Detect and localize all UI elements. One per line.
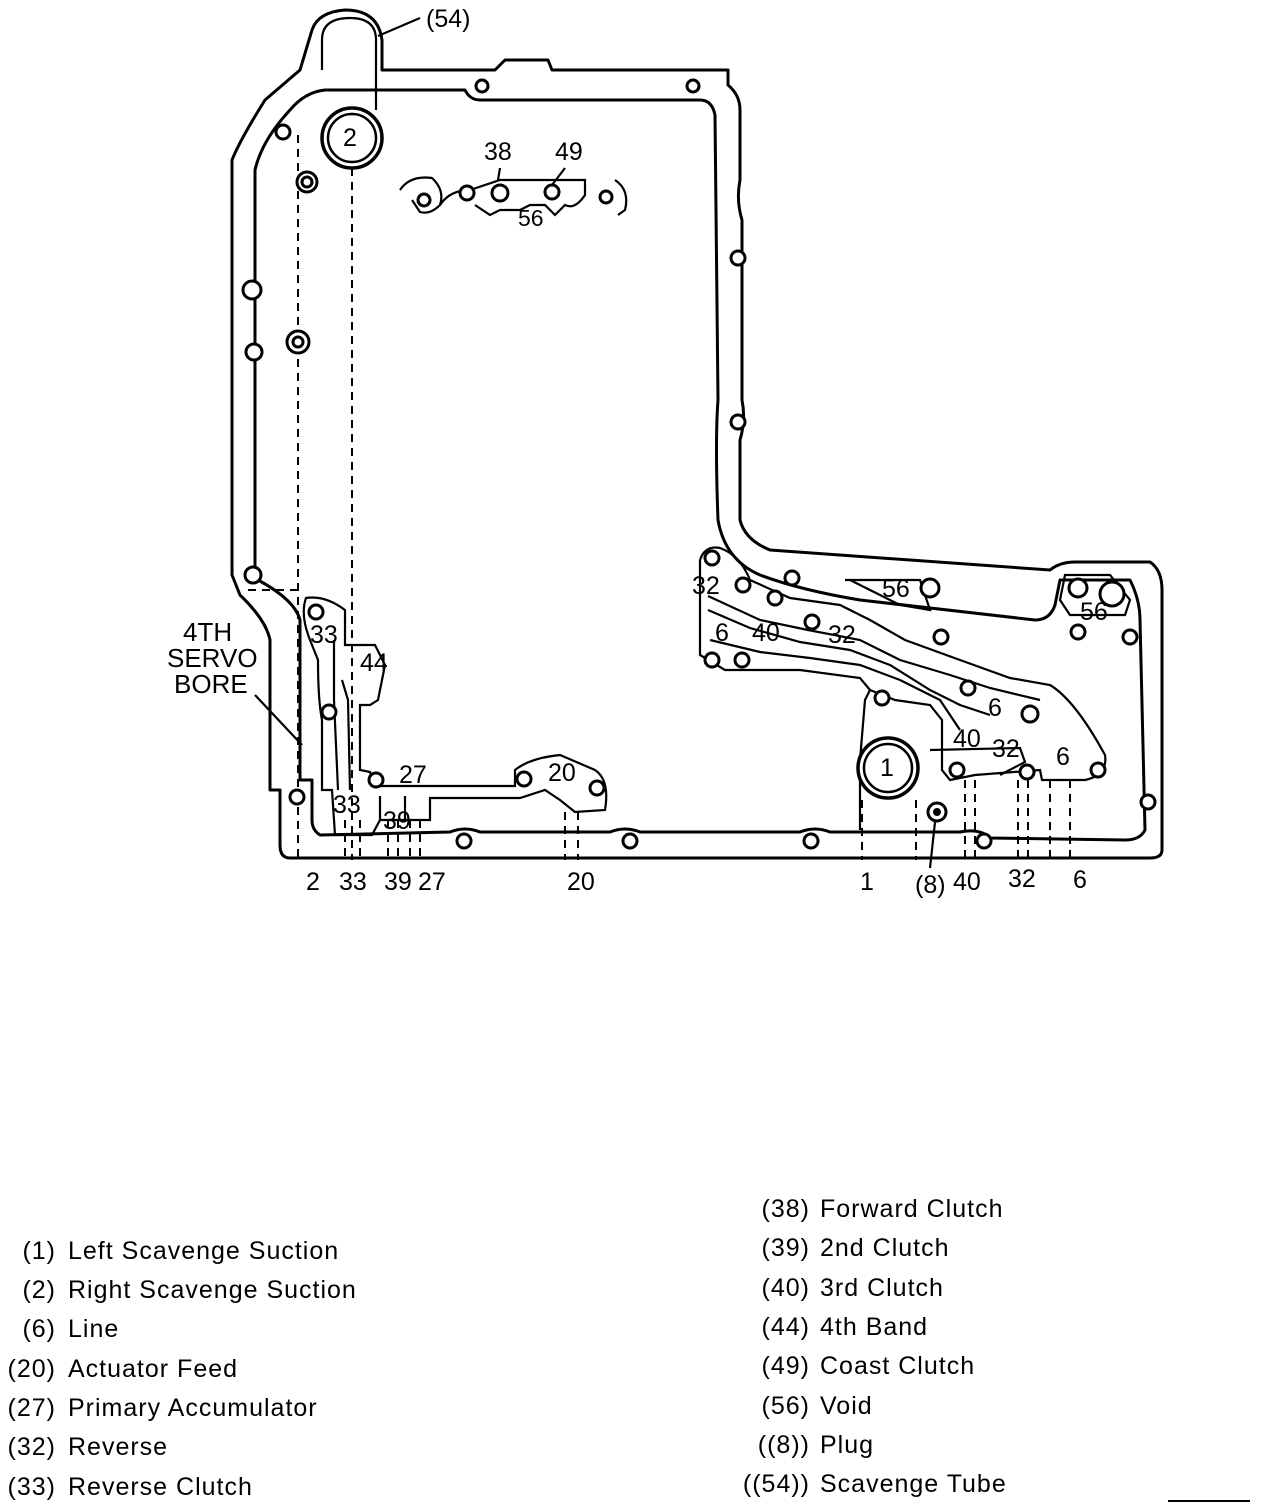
label-27-inner: 27	[399, 761, 427, 789]
label-33-lower: 33	[333, 791, 361, 819]
legend-label: 2nd Clutch	[820, 1234, 950, 1262]
legend-row: (1) Left Scavenge Suction	[0, 1236, 420, 1266]
legend-code: ((8))	[757, 1431, 810, 1459]
left-suction-port-inner	[862, 742, 914, 794]
legend-label: Scavenge Tube	[820, 1470, 1007, 1498]
label-40-a: 40	[752, 619, 780, 647]
legend-row: (38) Forward Clutch	[742, 1194, 1102, 1224]
right-bottom-leaders	[861, 780, 1071, 860]
label-56-a: 56	[882, 575, 910, 603]
legend-row: ((8)) Plug	[742, 1430, 1102, 1460]
label-56-top: 56	[518, 205, 544, 231]
bottom-label-27: 27	[418, 868, 446, 896]
label-33-upper: 33	[310, 621, 338, 649]
legend-code: (49)	[761, 1352, 810, 1380]
valve-body-gasket-diagram: (54) 2	[167, 5, 1164, 899]
legend-label: Reverse	[68, 1433, 169, 1461]
scavenge-tube-callout: (54)	[426, 5, 470, 33]
legend-code: (33)	[7, 1473, 56, 1501]
bottom-label-32: 32	[1008, 865, 1036, 893]
servo-bore-line2: SERVO	[167, 643, 258, 673]
legend-label: Line	[68, 1315, 120, 1343]
scavenge-tube-leader	[377, 16, 421, 38]
legend-code: (56)	[761, 1392, 810, 1420]
legend-row: (27) Primary Accumulator	[0, 1393, 420, 1423]
label-49-top: 49	[555, 138, 583, 166]
left-suction-port	[856, 736, 920, 800]
scavenge-tube	[320, 16, 378, 110]
legend-label: 4th Band	[820, 1313, 929, 1341]
label-44: 44	[360, 649, 388, 677]
left-bottom-leaders	[344, 812, 579, 860]
legend-label: Actuator Feed	[68, 1355, 239, 1383]
legend-row: (49) Coast Clutch	[742, 1351, 1102, 1381]
bottom-label-2: 2	[306, 868, 320, 896]
gasket-inner-outline	[253, 88, 1147, 842]
legend-label: Plug	[820, 1431, 875, 1459]
legend-row: (2) Right Scavenge Suction	[0, 1275, 420, 1305]
servo-bore-line1: 4TH	[183, 617, 232, 647]
legend-row: (6) Line	[0, 1314, 420, 1344]
label-32-a: 32	[692, 572, 720, 600]
legend-code: (44)	[761, 1313, 810, 1341]
right-suction-label: 2	[343, 124, 357, 152]
legend-label: Void	[820, 1392, 873, 1420]
legend-row: (20) Actuator Feed	[0, 1354, 420, 1384]
legend-code: (27)	[7, 1394, 56, 1422]
legend-row: (56) Void	[742, 1391, 1102, 1421]
legend-code: (2)	[22, 1276, 56, 1304]
left-suction-label: 1	[880, 754, 894, 782]
corner-rule	[1168, 1500, 1250, 1502]
legend-label: Left Scavenge Suction	[68, 1237, 340, 1265]
bottom-label-20: 20	[567, 868, 595, 896]
legend-row: (44) 4th Band	[742, 1312, 1102, 1342]
legend-label: Forward Clutch	[820, 1195, 1004, 1223]
label-38-top: 38	[484, 138, 512, 166]
bottom-label-40: 40	[953, 868, 981, 896]
plug-inner	[933, 808, 941, 816]
legend-code: (20)	[7, 1355, 56, 1383]
top-channel-cluster	[399, 167, 628, 217]
bottom-label-1: 1	[860, 868, 874, 896]
legend-left: (1) Left Scavenge Suction (2) Right Scav…	[0, 1236, 420, 1506]
legend-code: (32)	[7, 1433, 56, 1461]
label-40-b: 40	[953, 725, 981, 753]
label-6-a: 6	[715, 619, 729, 647]
bottom-label-33: 33	[339, 868, 367, 896]
left-channel-cluster	[302, 596, 608, 837]
right-suction-port-inner	[326, 112, 378, 164]
legend-label: Primary Accumulator	[68, 1394, 318, 1422]
legend-label: 3rd Clutch	[820, 1274, 944, 1302]
bottom-label-39: 39	[384, 868, 412, 896]
label-32-b: 32	[828, 621, 856, 649]
legend-row: (39) 2nd Clutch	[742, 1233, 1102, 1263]
legend-label: Right Scavenge Suction	[68, 1276, 357, 1304]
legend-label: Coast Clutch	[820, 1352, 976, 1380]
legend-code: (39)	[761, 1234, 810, 1262]
legend-row: ((54)) Scavenge Tube	[742, 1469, 1102, 1499]
legend-code: (38)	[761, 1195, 810, 1223]
plug-leader	[928, 821, 937, 869]
label-32-c: 32	[992, 735, 1020, 763]
legend-label: Reverse Clutch	[68, 1473, 253, 1501]
legend-row: (40) 3rd Clutch	[742, 1273, 1102, 1303]
legend-code: ((54))	[742, 1470, 810, 1498]
label-6-b: 6	[988, 694, 1002, 722]
bottom-label-6: 6	[1073, 866, 1087, 894]
gasket-outer-outline	[230, 8, 1164, 860]
legend-code: (40)	[761, 1274, 810, 1302]
legend-row: (33) Reverse Clutch	[0, 1472, 420, 1502]
label-6-c: 6	[1056, 743, 1070, 771]
legend-code: (1)	[22, 1237, 56, 1265]
right-channel-cluster	[698, 546, 1132, 830]
legend-code: (6)	[22, 1315, 56, 1343]
label-56-b: 56	[1080, 598, 1108, 626]
label-20-inner: 20	[548, 759, 576, 787]
legend-row: (32) Reverse	[0, 1432, 420, 1462]
bolt-holes	[241, 78, 1157, 850]
legend-right: (38) Forward Clutch (39) 2nd Clutch (40)…	[742, 1194, 1102, 1504]
servo-bore-leader	[254, 694, 303, 746]
servo-bore-line3: BORE	[174, 669, 248, 699]
bottom-label-8: (8)	[915, 871, 946, 899]
